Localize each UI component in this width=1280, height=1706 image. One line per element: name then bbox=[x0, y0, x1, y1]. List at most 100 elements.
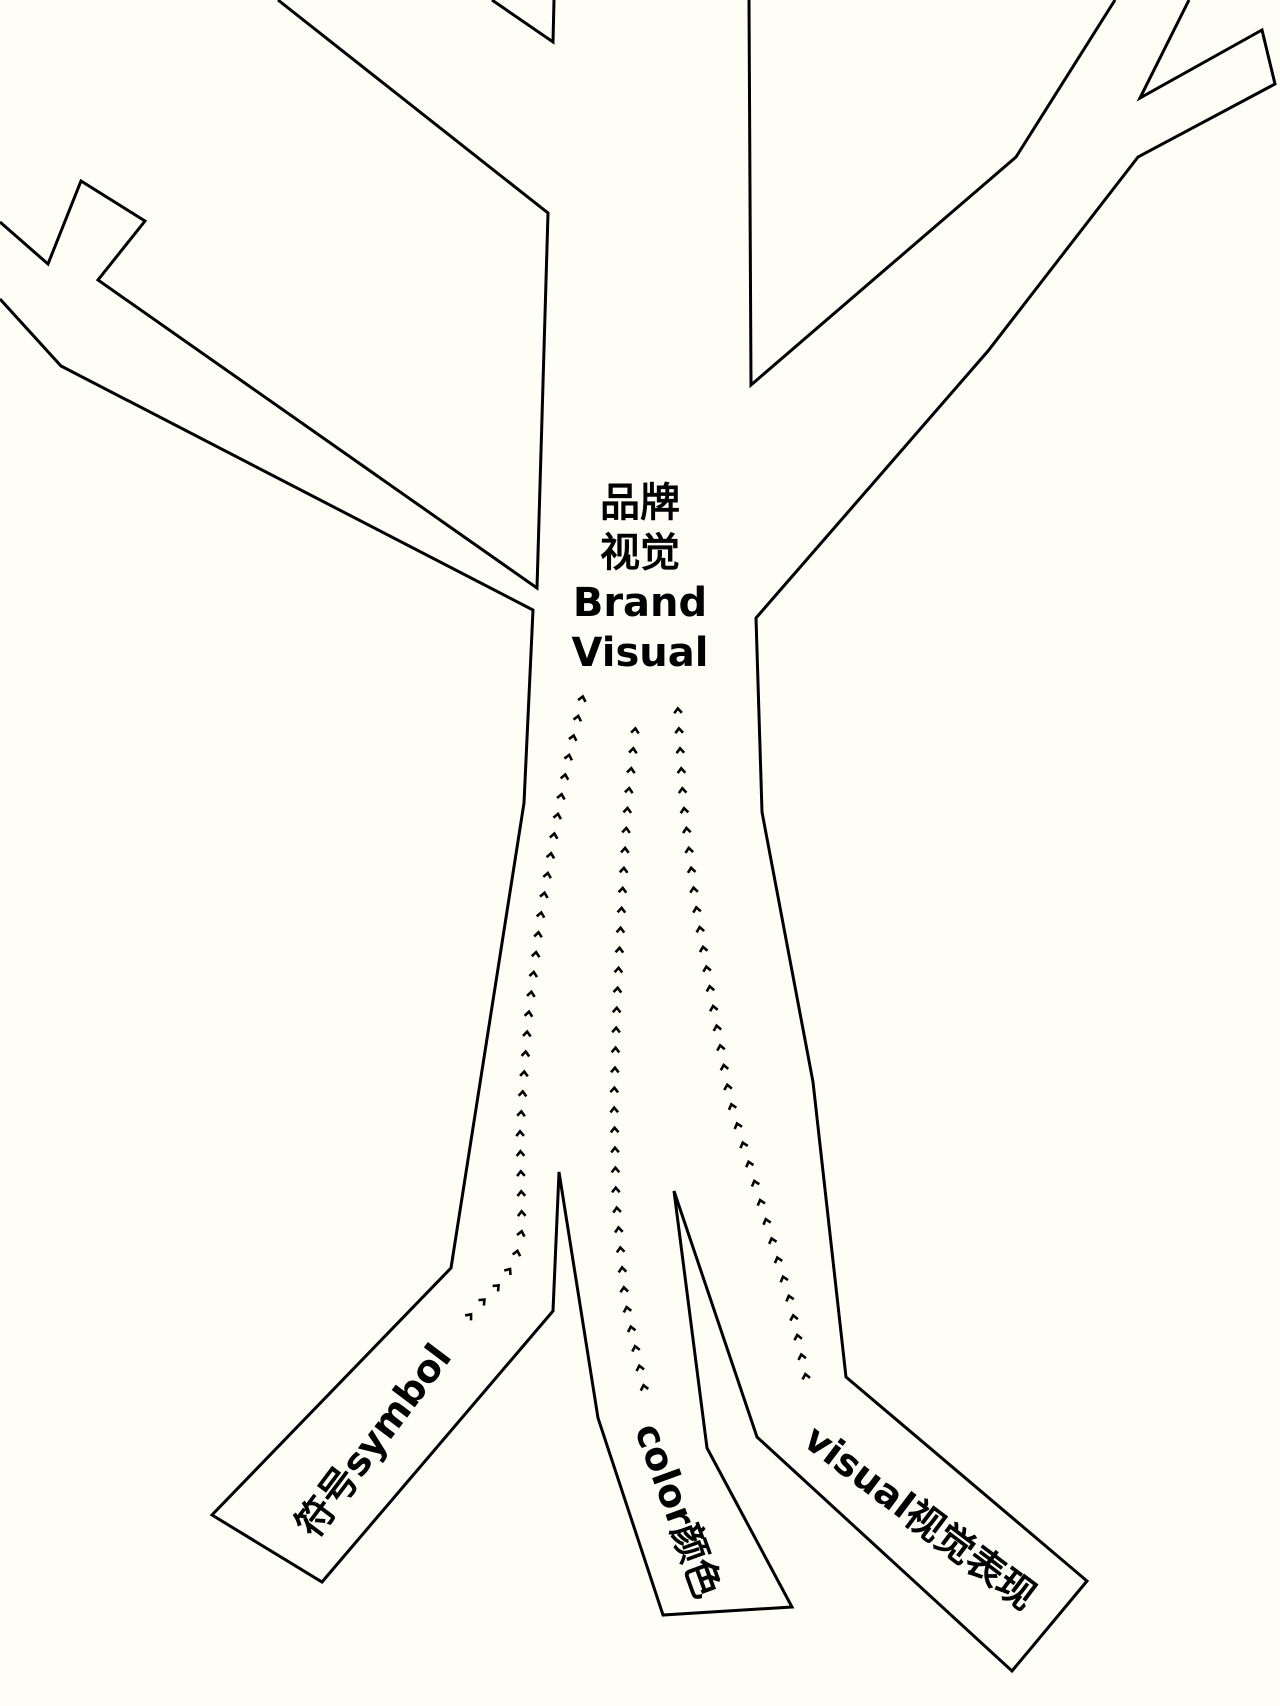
chevron-up-icon bbox=[552, 811, 563, 820]
title-line-cn-1: 品牌 bbox=[600, 480, 680, 526]
chevron-up-icon bbox=[516, 1169, 526, 1177]
chevron-up-icon bbox=[801, 1372, 811, 1381]
chevron-up-icon bbox=[528, 969, 539, 978]
chevron-up-icon bbox=[712, 1023, 723, 1032]
chevron-up-icon bbox=[793, 1332, 803, 1341]
tree-outline bbox=[0, 0, 1277, 1674]
chevron-up-icon bbox=[698, 944, 709, 953]
chevron-up-icon bbox=[614, 945, 625, 954]
chevron-up-icon bbox=[609, 1085, 620, 1094]
chevron-up-icon bbox=[613, 965, 624, 974]
chevron-up-icon bbox=[684, 845, 694, 854]
chevron-up-icon bbox=[545, 851, 556, 860]
chevron-up-icon bbox=[533, 930, 543, 939]
chevron-up-icon bbox=[612, 1205, 622, 1214]
chevron-up-icon bbox=[789, 1313, 799, 1322]
chevron-up-icon bbox=[692, 905, 702, 914]
chevron-up-icon bbox=[610, 1045, 621, 1054]
chevron-up-icon bbox=[516, 1189, 527, 1197]
chevron-up-icon bbox=[639, 1383, 650, 1392]
chevron-up-icon bbox=[619, 1285, 630, 1294]
chevron-up-icon bbox=[797, 1352, 807, 1361]
chevron-up-icon bbox=[686, 865, 697, 874]
chevron-up-icon bbox=[611, 1005, 622, 1014]
chevron-up-icon bbox=[628, 746, 638, 755]
chevron-up-icon bbox=[621, 825, 631, 834]
chevron-up-icon bbox=[556, 792, 566, 801]
chevron-up-icon bbox=[520, 1049, 531, 1058]
chevron-up-icon bbox=[517, 1089, 528, 1098]
chevron-up-icon bbox=[745, 1159, 755, 1168]
chevron-up-icon bbox=[739, 1140, 749, 1149]
chevron-up-icon bbox=[610, 1145, 620, 1154]
chevron-up-icon bbox=[478, 1298, 486, 1306]
outline-segment bbox=[0, 0, 1277, 1674]
chevron-up-icon bbox=[549, 831, 559, 840]
center-title: 品牌 视觉 Brand Visual bbox=[540, 478, 740, 678]
chevron-up-icon bbox=[523, 1009, 534, 1018]
chevron-up-icon bbox=[630, 726, 640, 735]
chevron-up-icon bbox=[618, 865, 629, 874]
chevron-up-icon bbox=[727, 1102, 738, 1111]
chevron-up-icon bbox=[559, 772, 570, 781]
chevron-up-icon bbox=[615, 1245, 626, 1254]
chevron-up-icon bbox=[682, 826, 692, 834]
outline-segment bbox=[747, 0, 1117, 389]
chevron-up-icon bbox=[542, 870, 552, 879]
chevron-up-icon bbox=[609, 1105, 620, 1114]
chevron-up-icon bbox=[620, 845, 630, 854]
chevron-up-icon bbox=[674, 726, 684, 734]
outline-segment bbox=[0, 0, 550, 591]
chevron-up-icon bbox=[675, 746, 686, 754]
chevron-up-icon bbox=[516, 1229, 526, 1238]
chevron-up-icon bbox=[723, 1082, 733, 1091]
chevron-up-icon bbox=[611, 1185, 621, 1194]
outline-segment bbox=[491, 0, 556, 45]
chevron-up-icon bbox=[511, 1248, 522, 1257]
chevron-up-icon bbox=[515, 1129, 525, 1137]
chevron-up-icon bbox=[719, 1063, 730, 1071]
chevron-up-icon bbox=[563, 752, 574, 761]
chevron-up-icon bbox=[779, 1274, 789, 1283]
chevron-up-icon bbox=[677, 786, 688, 794]
chevron-up-icon bbox=[733, 1121, 743, 1130]
chevron-up-icon bbox=[539, 890, 549, 899]
chevron-up-icon bbox=[515, 1149, 526, 1157]
chevron-up-icon bbox=[609, 1125, 620, 1134]
chevron-up-icon bbox=[614, 1225, 624, 1234]
chevron-up-icon bbox=[762, 1217, 772, 1226]
chevron-up-icon bbox=[626, 766, 636, 774]
chevron-up-icon bbox=[464, 1312, 473, 1321]
chevron-up-icon bbox=[616, 905, 627, 914]
chevron-up-icon bbox=[516, 1209, 527, 1217]
chevron-up-icon bbox=[519, 1069, 529, 1078]
chevron-up-icon bbox=[767, 1236, 778, 1245]
chevron-up-icon bbox=[626, 1324, 637, 1333]
chevron-up-icon bbox=[679, 806, 690, 814]
chevron-up-icon bbox=[492, 1283, 501, 1292]
chevron-up-icon bbox=[522, 1029, 532, 1038]
chevron-up-icon bbox=[516, 1109, 526, 1118]
chevron-up-icon bbox=[615, 925, 626, 934]
chevron-up-icon bbox=[568, 733, 578, 742]
chevron-up-icon bbox=[635, 1363, 645, 1372]
chevron-up-icon bbox=[750, 1178, 760, 1187]
chevron-up-icon bbox=[503, 1267, 512, 1276]
chevron-up-icon bbox=[702, 964, 712, 973]
chevron-up-icon bbox=[695, 925, 706, 933]
title-line-cn-2: 视觉 bbox=[600, 530, 680, 576]
chevron-up-icon bbox=[572, 713, 583, 722]
chevron-up-icon bbox=[673, 706, 683, 715]
chevron-up-icon bbox=[577, 694, 587, 703]
chevron-up-icon bbox=[535, 910, 546, 919]
chevron-up-icon bbox=[611, 1025, 621, 1034]
chevron-up-icon bbox=[610, 1065, 620, 1074]
chevron-up-icon bbox=[617, 885, 628, 894]
chevron-up-icon bbox=[624, 786, 634, 794]
chevron-up-icon bbox=[530, 950, 541, 958]
chevron-up-icon bbox=[610, 1165, 621, 1174]
title-line-en-1: Brand bbox=[572, 580, 708, 626]
chevron-up-icon bbox=[631, 1344, 641, 1353]
chevron-arrows bbox=[464, 694, 811, 1392]
